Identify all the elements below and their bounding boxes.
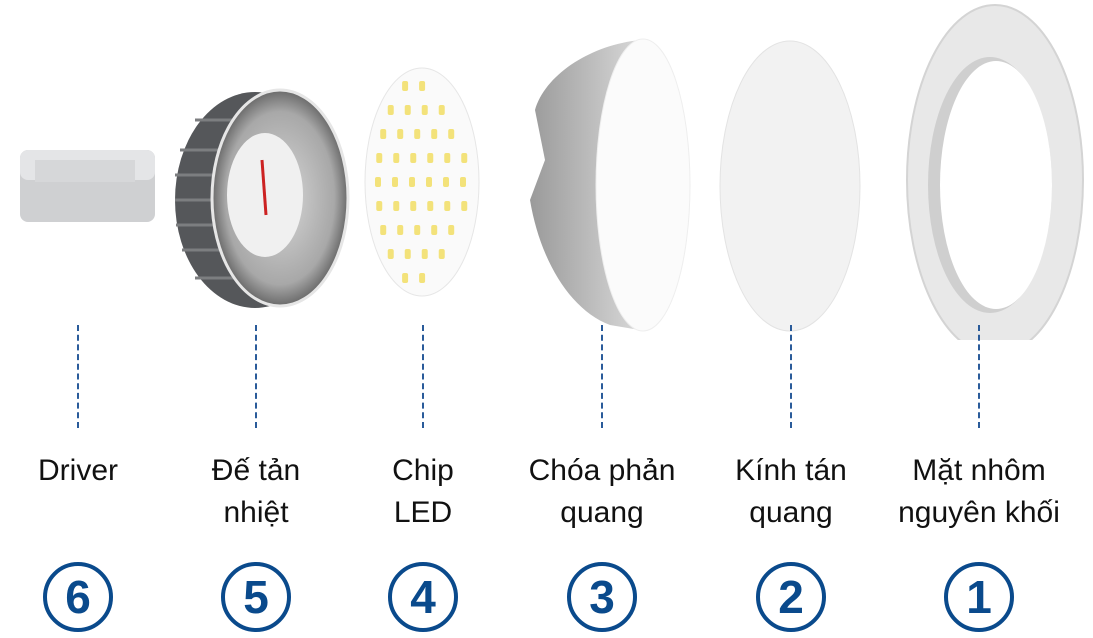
chip-led-image	[364, 67, 480, 297]
led-chip	[419, 273, 426, 283]
leader-line	[77, 325, 79, 428]
heatsink-image	[175, 88, 350, 308]
leader-line	[422, 325, 424, 428]
component-number-badge: 2	[756, 562, 826, 632]
led-chip	[387, 249, 394, 259]
led-chip	[393, 201, 400, 211]
component-number-badge: 6	[43, 562, 113, 632]
led-chip	[387, 105, 394, 115]
driver-image	[20, 150, 155, 222]
led-chip	[426, 177, 432, 187]
component-label: Chóa phản quang	[528, 454, 676, 529]
led-chip	[410, 201, 417, 211]
leader-line	[255, 325, 257, 428]
led-chip	[404, 249, 411, 259]
led-chip	[404, 105, 411, 115]
led-chip	[414, 129, 421, 139]
led-chip	[438, 249, 445, 259]
exploded-view-illustration	[20, 4, 1084, 340]
leader-line	[978, 325, 980, 428]
led-chip	[448, 129, 455, 139]
led-chip	[410, 153, 417, 163]
led-chip	[421, 249, 428, 259]
led-chip	[421, 105, 428, 115]
led-chip	[380, 129, 387, 139]
led-chip	[397, 225, 404, 235]
led-chip	[375, 177, 381, 187]
led-chip	[427, 201, 434, 211]
led-chip	[414, 225, 421, 235]
reflector-image	[530, 38, 691, 332]
component-number-badge: 4	[388, 562, 458, 632]
led-chip	[460, 177, 466, 187]
led-chip	[438, 105, 445, 115]
led-chip	[402, 273, 409, 283]
led-chip	[431, 129, 438, 139]
led-chip	[444, 201, 451, 211]
led-chip	[444, 153, 451, 163]
leader-line	[601, 325, 603, 428]
component-label: Mặt nhôm nguyên khối	[898, 454, 1060, 529]
led-chip	[409, 177, 415, 187]
led-chip	[380, 225, 387, 235]
component-number-badge: 1	[944, 562, 1014, 632]
component-label: Kính tán quang	[735, 454, 847, 529]
aluminum-ring-image	[906, 4, 1084, 340]
leader-line	[790, 325, 792, 428]
led-chip	[393, 153, 400, 163]
component-label: Đế tản nhiệt	[211, 454, 301, 529]
led-chip	[443, 177, 449, 187]
diffuser-glass-image	[719, 40, 861, 332]
led-chip	[427, 153, 434, 163]
component-number-badge: 5	[221, 562, 291, 632]
led-chip	[461, 153, 468, 163]
led-chip	[376, 201, 383, 211]
led-chip	[402, 81, 409, 91]
led-chip	[461, 201, 468, 211]
component-number-badge: 3	[567, 562, 637, 632]
led-chip	[376, 153, 383, 163]
led-chip	[392, 177, 398, 187]
led-chip	[397, 129, 404, 139]
component-label: Driver	[38, 454, 118, 487]
led-chip	[431, 225, 438, 235]
component-label: Chip LED	[392, 454, 454, 529]
led-chip	[448, 225, 455, 235]
led-chip	[419, 81, 426, 91]
